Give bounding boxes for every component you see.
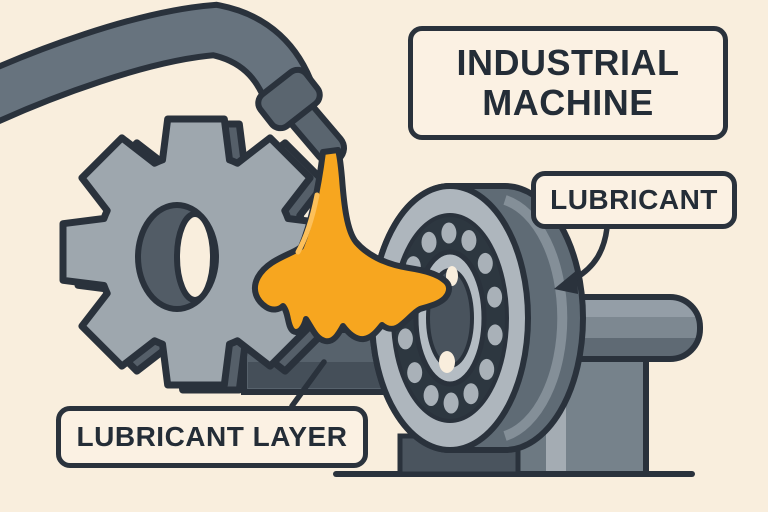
industrial-machine-line2: MACHINE	[482, 82, 654, 123]
bearing-ball	[461, 230, 477, 251]
hose-collar	[255, 66, 323, 132]
oil-hose	[0, 1, 347, 165]
bearing-ball	[463, 383, 479, 405]
industrial-machine-label: INDUSTRIAL MACHINE	[408, 26, 728, 140]
bearing-ball	[397, 328, 413, 350]
bearing-ball	[477, 252, 493, 274]
bore-gap-bottom	[439, 351, 455, 373]
bearing-ball	[407, 362, 423, 384]
lubricant-arrow	[554, 225, 610, 294]
bearing-ball	[421, 231, 437, 253]
bearing-ball	[423, 385, 439, 406]
bearing-ball	[443, 392, 459, 414]
gear	[59, 115, 348, 394]
gear-hub	[135, 202, 219, 312]
lubricant-layer-leader-line	[289, 359, 327, 409]
bearing-ball	[487, 286, 503, 308]
lubricant-layer-label: LUBRICANT LAYER	[56, 406, 368, 468]
lubricant-highlight	[295, 192, 320, 255]
ball-bearing	[369, 183, 586, 453]
lubricant-stream-splash	[252, 147, 452, 345]
lubricant-layer-label-text: LUBRICANT LAYER	[76, 420, 348, 452]
industrial-machine-line1: INDUSTRIAL	[456, 42, 680, 84]
bearing-ball	[487, 324, 503, 346]
lubricant-label: LUBRICANT	[531, 171, 737, 229]
lubricant-shape	[252, 147, 452, 345]
bearing-ball	[479, 358, 495, 380]
lubricant-label-text: LUBRICANT	[550, 183, 718, 215]
bearing-ball	[441, 222, 457, 244]
